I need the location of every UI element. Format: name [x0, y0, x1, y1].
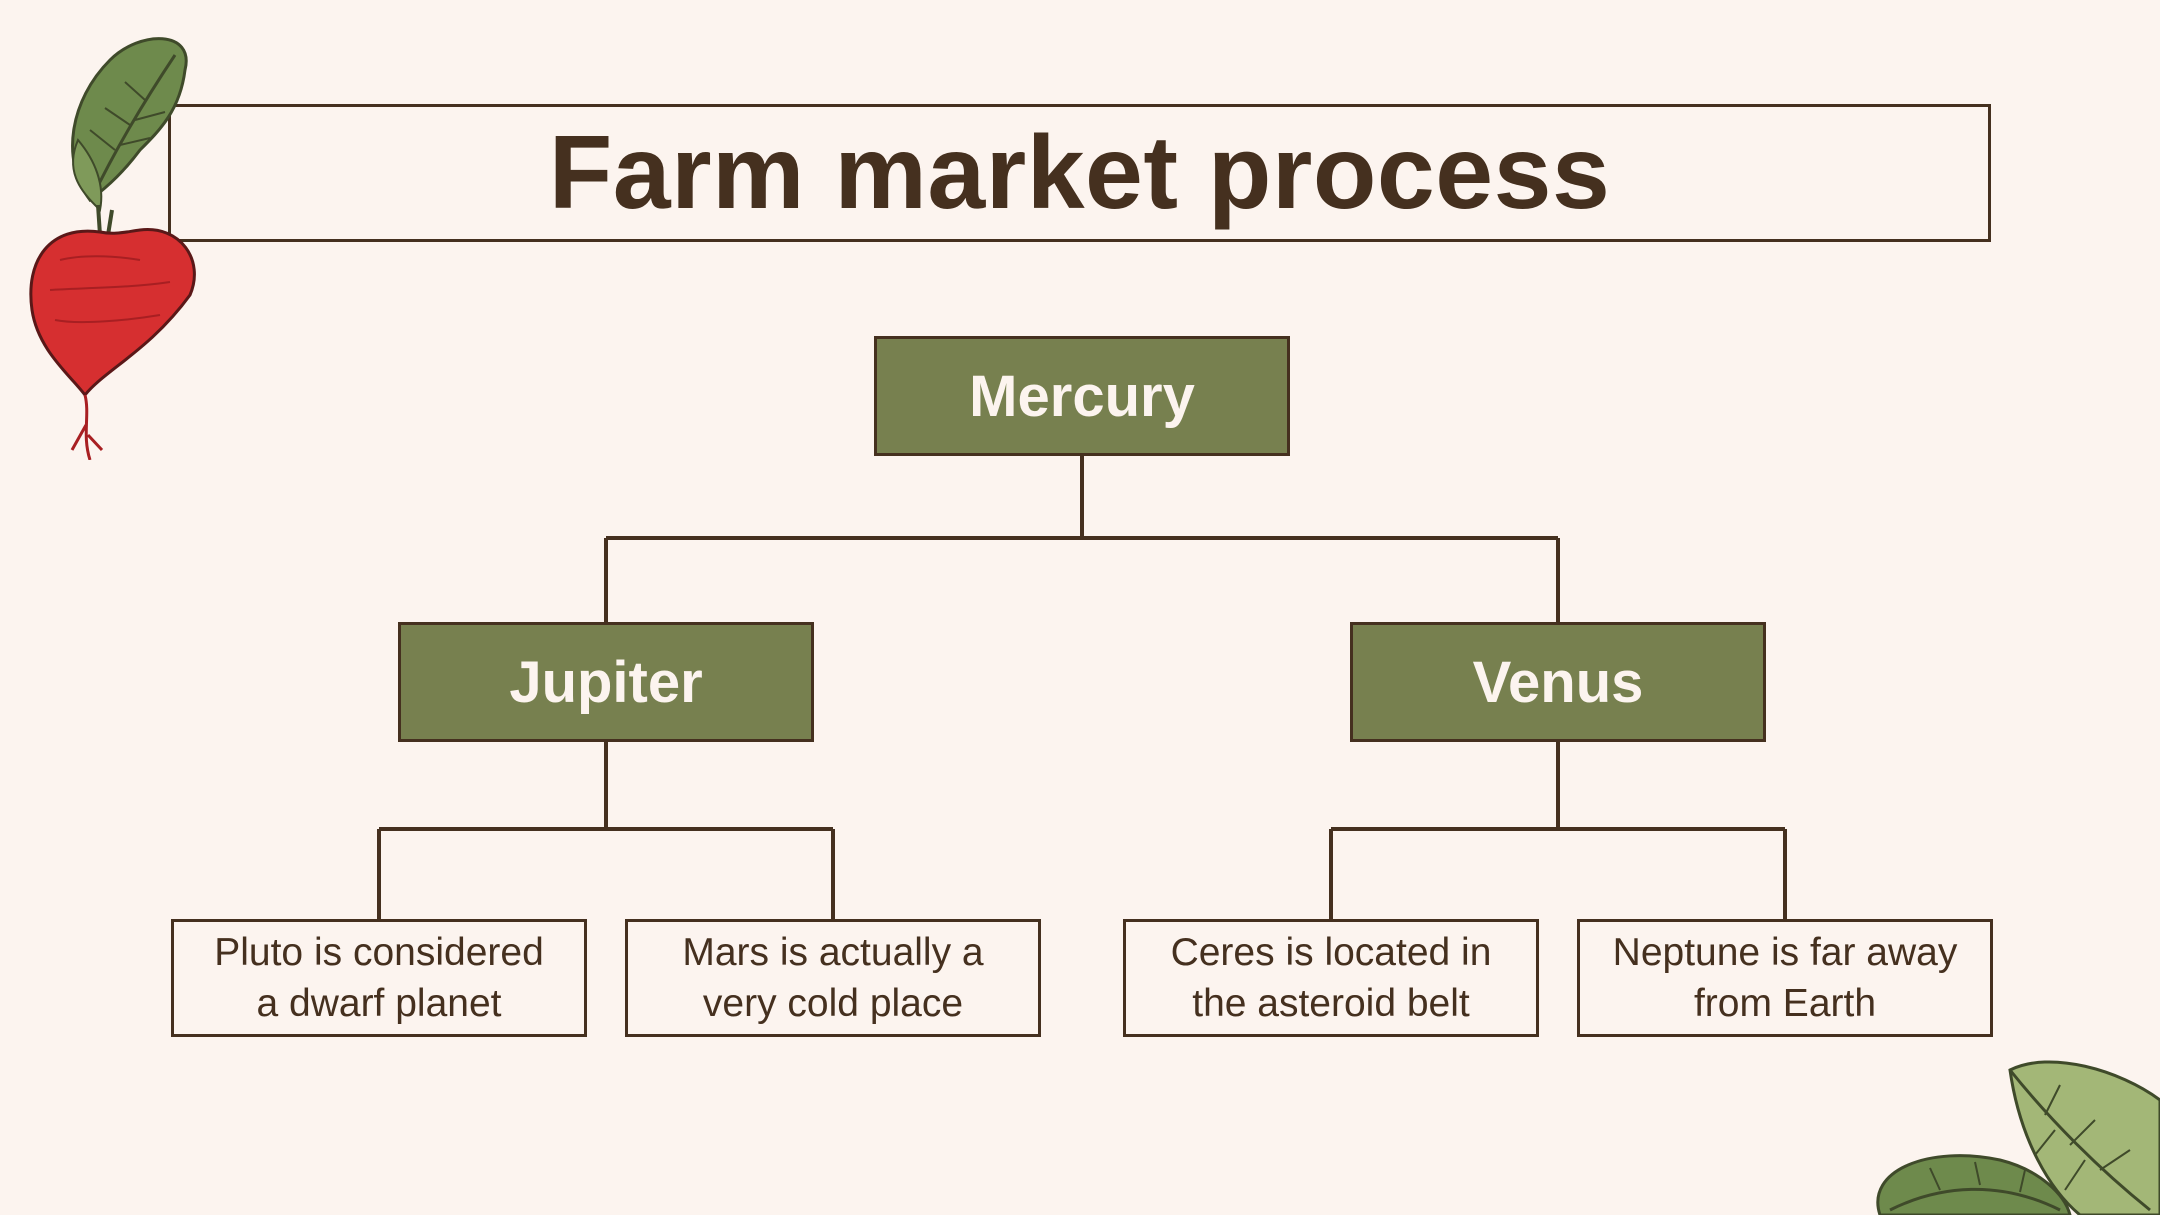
- node-mercury: Mercury: [874, 336, 1290, 456]
- leaf-pluto: Pluto is considered a dwarf planet: [171, 919, 587, 1037]
- leaf-mars: Mars is actually a very cold place: [625, 919, 1041, 1037]
- title-box: Farm market process: [168, 104, 1991, 242]
- leaf-neptune: Neptune is far away from Earth: [1577, 919, 1993, 1037]
- leaf-ceres-line1: Ceres is located in: [1170, 931, 1492, 974]
- node-jupiter-label: Jupiter: [509, 649, 703, 715]
- node-jupiter: Jupiter: [398, 622, 814, 742]
- node-mercury-label: Mercury: [969, 363, 1195, 429]
- leaf-pluto-line1: Pluto is considered: [214, 931, 544, 974]
- leaf-ceres: Ceres is located in the asteroid belt: [1123, 919, 1539, 1037]
- leaf-neptune-line2: from Earth: [1693, 982, 1877, 1025]
- leaf-mars-line2: very cold place: [702, 982, 964, 1025]
- leaf-mars-line1: Mars is actually a: [682, 931, 984, 974]
- leaves-icon: [1876, 1060, 2160, 1215]
- leaf-pluto-line2: a dwarf planet: [256, 982, 502, 1025]
- slide-title: Farm market process: [548, 114, 1611, 231]
- node-venus: Venus: [1350, 622, 1766, 742]
- beet-icon: [29, 37, 196, 460]
- leaf-neptune-line1: Neptune is far away: [1612, 931, 1958, 974]
- leaf-ceres-line2: the asteroid belt: [1192, 982, 1470, 1025]
- node-venus-label: Venus: [1472, 649, 1644, 715]
